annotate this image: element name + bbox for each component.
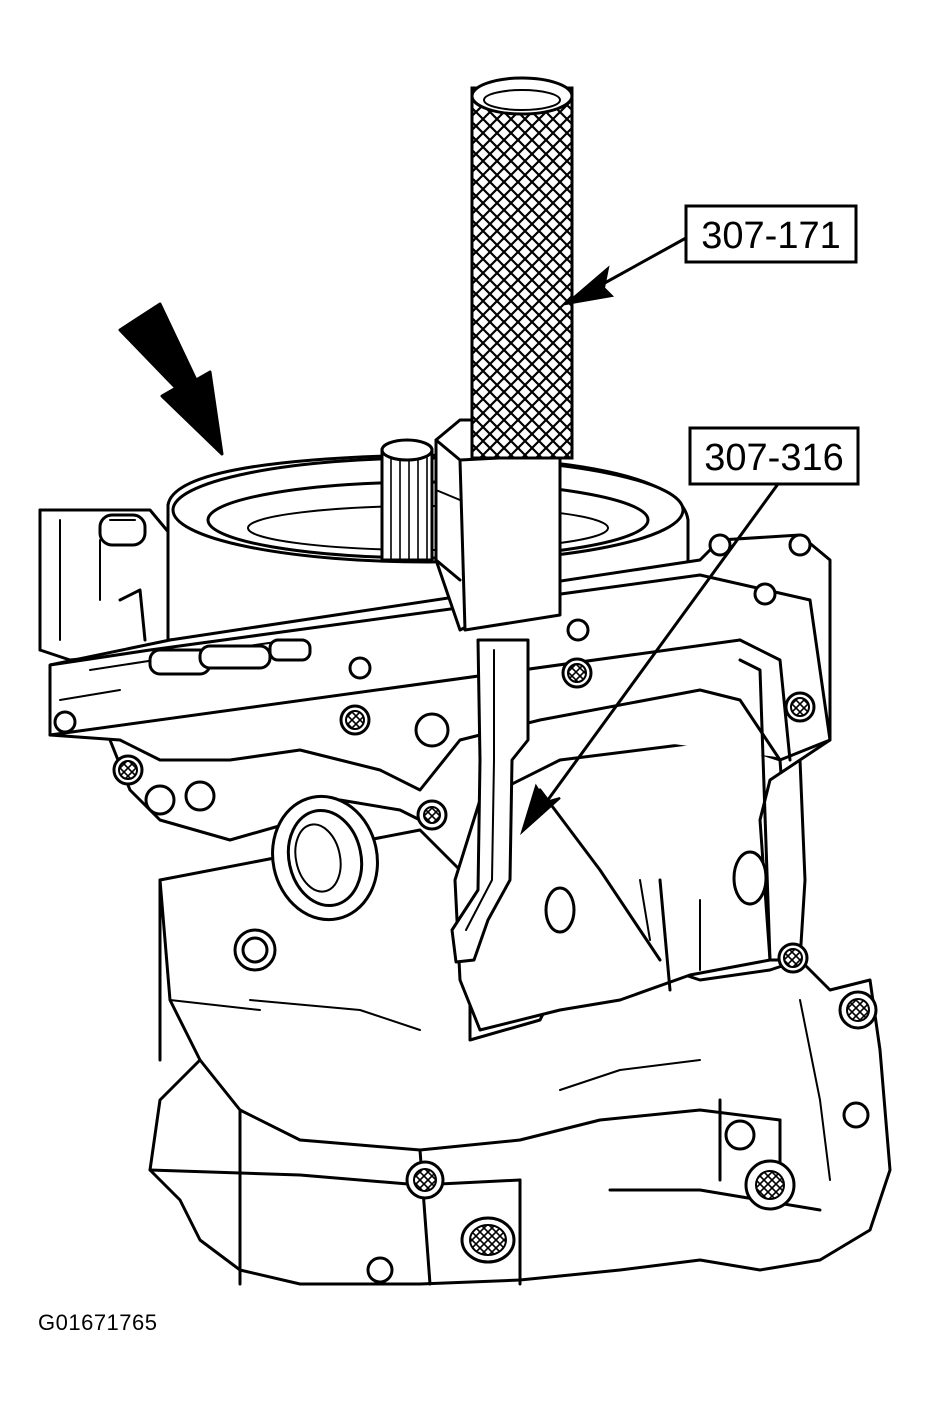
bolt-holes bbox=[53, 533, 878, 1284]
input-shaft bbox=[380, 438, 434, 562]
fluid-port bbox=[271, 794, 379, 922]
callout-307-171-label: 307-171 bbox=[701, 215, 840, 257]
figure-id: G01671765 bbox=[38, 1310, 158, 1335]
arrow-head-icon bbox=[520, 783, 561, 836]
left-housing bbox=[38, 508, 177, 662]
tool-307-316 bbox=[450, 638, 530, 964]
tool-307-171 bbox=[434, 76, 574, 632]
arrow-head-icon bbox=[562, 265, 615, 306]
case-flange bbox=[48, 533, 832, 962]
location-arrow-icon bbox=[118, 302, 224, 456]
callout-307-316: 307-316 bbox=[520, 426, 860, 836]
callout-307-316-label: 307-316 bbox=[704, 437, 843, 479]
callout-307-171: 307-171 bbox=[562, 204, 858, 306]
